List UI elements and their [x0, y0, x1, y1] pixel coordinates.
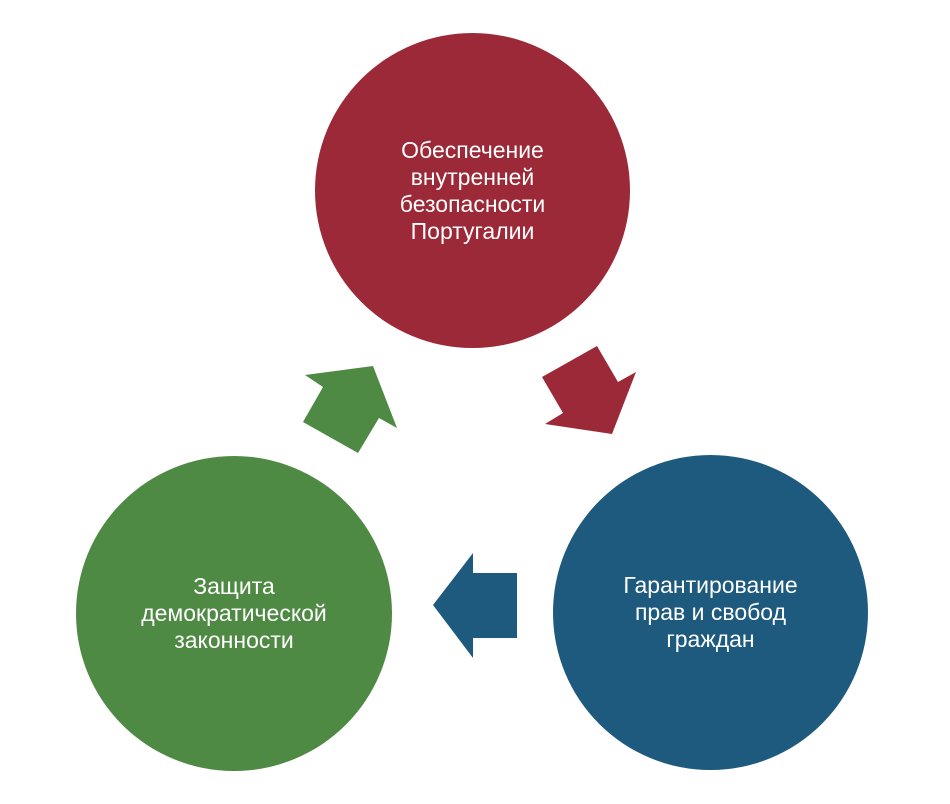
- arrow-green-to-red: [303, 366, 397, 453]
- node-democratic-legality: Защита демократической законности: [76, 456, 392, 771]
- arrow-blue-to-green: [433, 553, 517, 658]
- node-label: Защита демократической законности: [141, 573, 327, 653]
- arrow-red-to-blue: [542, 346, 636, 434]
- node-label: Обеспечение внутренней безопасности Порт…: [399, 136, 546, 244]
- node-rights-freedoms: Гарантирование прав и свобод граждан: [553, 455, 868, 770]
- node-internal-security: Обеспечение внутренней безопасности Порт…: [315, 33, 630, 348]
- node-label: Гарантирование прав и свобод граждан: [623, 572, 798, 652]
